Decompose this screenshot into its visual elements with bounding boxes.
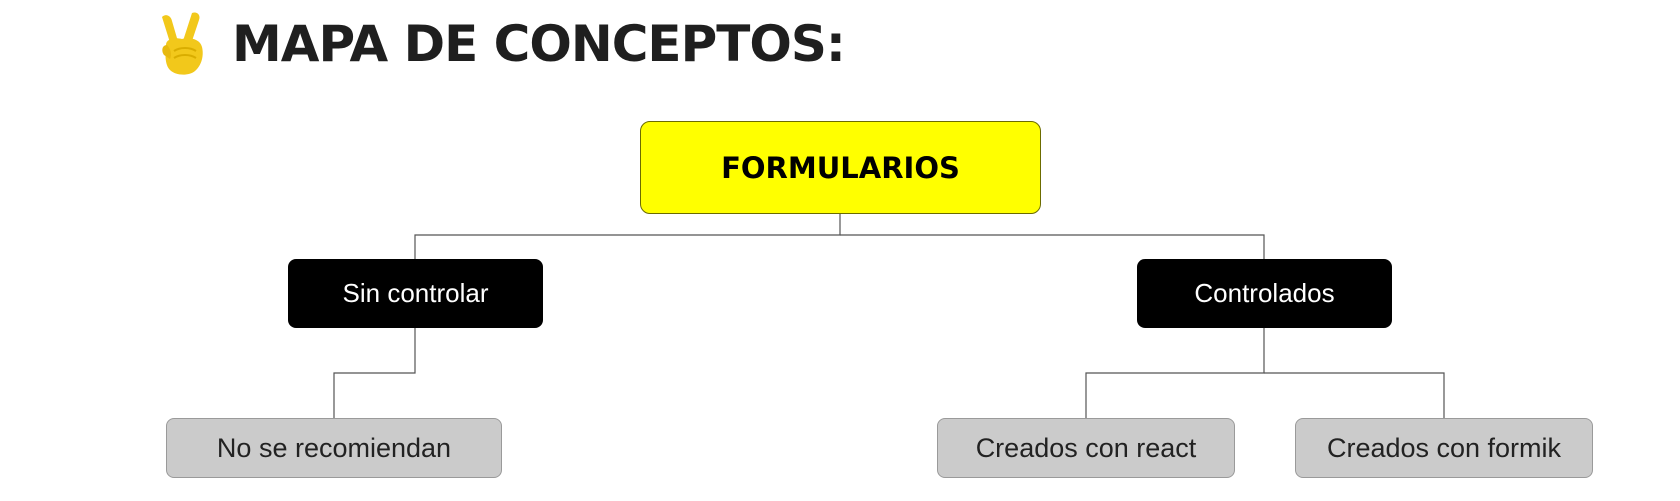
branch-node-sin-controlar: Sin controlar [288, 259, 543, 328]
victory-hand-icon [152, 11, 210, 77]
leaf-node-creados-con-react: Creados con react [937, 418, 1235, 478]
leaf-node-no-se-recomiendan: No se recomiendan [166, 418, 502, 478]
connector-root-to-branches [414, 214, 841, 259]
root-node-label: FORMULARIOS [721, 150, 960, 185]
leaf-node-label: Creados con react [975, 432, 1197, 463]
branch-node-controlados: Controlados [1137, 259, 1392, 328]
connector-controlados-to-react [1085, 328, 1265, 418]
page-title: MAPA DE CONCEPTOS: [232, 15, 846, 73]
branch-node-label: Sin controlar [342, 278, 489, 308]
connector-controlados-to-formik [1264, 372, 1445, 418]
leaf-node-label: Creados con formik [1326, 432, 1562, 463]
page-header: MAPA DE CONCEPTOS: [152, 6, 846, 82]
connector-root-to-controlados [840, 234, 1265, 259]
branch-node-label: Controlados [1194, 278, 1335, 308]
root-node-formularios: FORMULARIOS [640, 121, 1041, 214]
connector-sin-controlar-to-leaf [333, 328, 416, 418]
leaf-node-creados-con-formik: Creados con formik [1295, 418, 1593, 478]
leaf-node-label: No se recomiendan [216, 432, 452, 463]
